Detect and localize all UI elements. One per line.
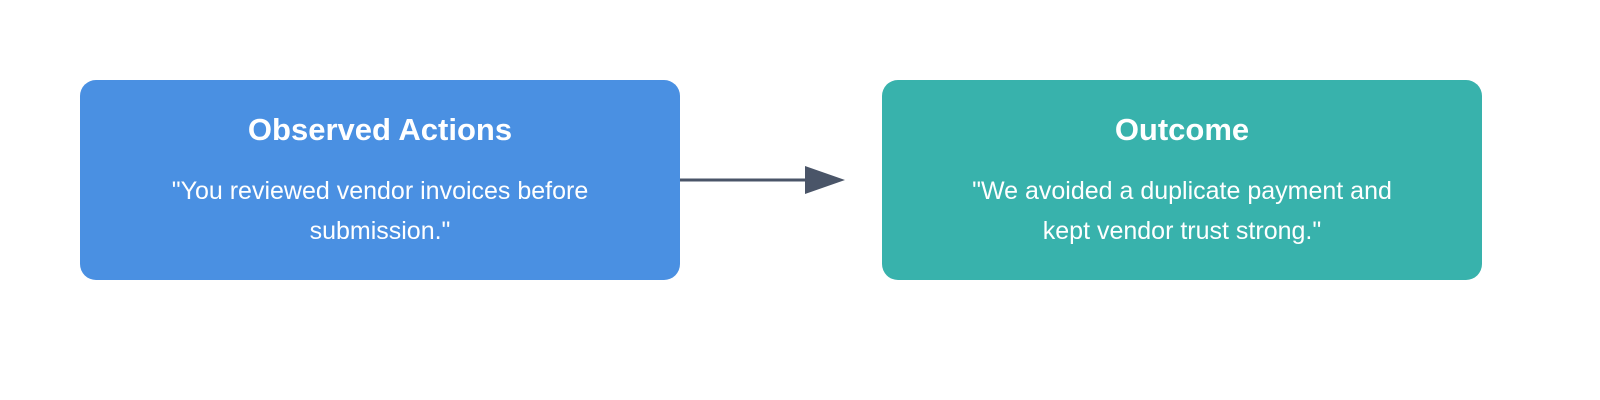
observed-actions-box: Observed Actions "You reviewed vendor in…: [80, 80, 680, 280]
observed-actions-title: Observed Actions: [247, 112, 513, 147]
outcome-title: Outcome: [1114, 112, 1250, 147]
observed-actions-text: "You reviewed vendor invoices before sub…: [171, 177, 589, 245]
outcome-box: Outcome "We avoided a duplicate payment …: [882, 80, 1482, 280]
outcome-text: "We avoided a duplicate payment and kept…: [972, 177, 1392, 245]
arrow-head-icon: [805, 166, 845, 194]
